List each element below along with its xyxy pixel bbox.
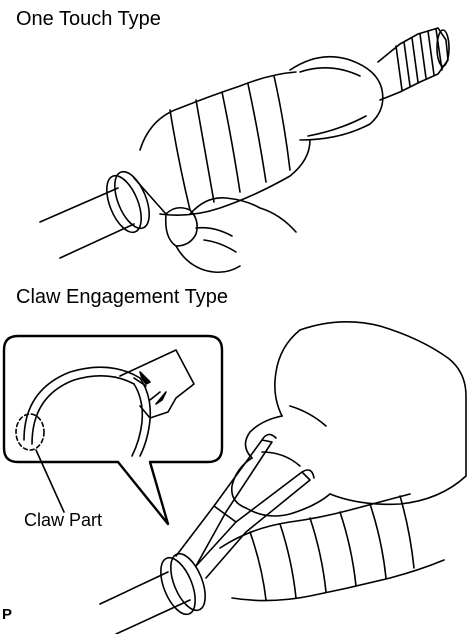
claw-engagement-type-title: Claw Engagement Type [16,286,228,308]
claw-part-leader-line [35,449,65,513]
boot-clamp-lower [160,552,206,616]
pliers-lower [175,433,315,579]
claw-part-highlight-circle [15,413,45,451]
hand-lower [230,321,467,517]
drive-shaft-lower [99,571,191,634]
tool-jaw-detail [119,349,195,419]
boot-bellows-lower [219,493,445,602]
boot-bellows [139,71,311,216]
one-touch-type-illustration [39,27,450,274]
one-touch-type-title: One Touch Type [16,8,161,30]
clamp-ring-detail [23,366,152,457]
boot-clamp [106,170,167,234]
threaded-shaft-end [377,27,450,101]
drive-shaft [39,187,135,259]
joint-housing [289,55,384,141]
detail-callout-box [2,334,224,526]
figure-id-mark: P [2,606,13,623]
claw-part-label: Claw Part [24,510,103,530]
pliers-hand [164,197,297,274]
